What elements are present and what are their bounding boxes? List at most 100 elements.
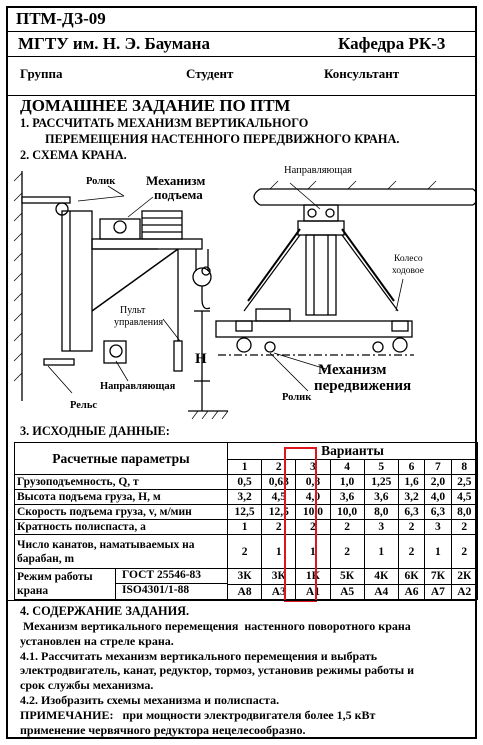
university-name: МГТУ им. Н. Э. Баумана [18, 34, 210, 53]
table-cell: 3 [363, 519, 399, 535]
task4-line: установлен на стреле крана. [20, 633, 174, 648]
label-wheel-1: Колесо [394, 254, 423, 264]
label-control-panel-1: Пульт [120, 305, 146, 316]
table-cell: 4,5 [450, 489, 479, 505]
task2-heading: 2. СХЕМА КРАНА. [20, 148, 127, 162]
label-wheel-2: ходовое [392, 266, 424, 276]
row-label: Число канатов, наматываемых на барабан, … [14, 534, 228, 569]
table-cell: 1 [424, 534, 452, 569]
task1-line2: ПЕРЕМЕЩЕНИЯ НАСТЕННОГО ПЕРЕДВИЖНОГО КРАН… [45, 132, 400, 146]
row-label: Кратность полиспаста, a [14, 519, 228, 535]
table-cell: 3,6 [363, 489, 399, 505]
table-row: Кратность полиспаста, a 1 2 2 2 3 2 3 2 [14, 519, 479, 535]
label-travel-mech-2: передвижения [314, 378, 412, 394]
department-name: Кафедра РК-3 [338, 34, 446, 53]
table-row: А8 А3 А1 А5 А4 А6 А7 А2 [15, 583, 479, 600]
task4-line: 4.2. Изобразить схемы механизма и полисп… [20, 692, 280, 707]
label-h: H [195, 351, 207, 367]
table-cell: 2 [450, 534, 479, 569]
table-cell: 1 [226, 519, 263, 535]
task4-line: 4.1. Рассчитать механизм вертикального п… [20, 648, 378, 663]
task4-line: срок службы механизма. [20, 678, 154, 693]
label-rail: Рельс [70, 400, 98, 411]
table-cell: 1 [261, 534, 297, 569]
table-cell: А6 [397, 583, 426, 600]
task4-heading: 4. СОДЕРЖАНИЕ ЗАДАНИЯ. [20, 604, 190, 618]
table-cell: 7К [424, 568, 452, 585]
variant-cell: 4 [329, 459, 365, 475]
table-cell: 2 [450, 519, 479, 535]
consultant-label: Консультант [324, 66, 400, 81]
table-row: Высота подъема груза, H, м 3,2 4,5 4,0 3… [14, 489, 479, 505]
table-cell: 8,0 [363, 504, 399, 520]
table-row: Режим работы крана ГОСТ 25546-83 ISO4301… [14, 568, 479, 600]
mode-std-gost: ГОСТ 25546-83 [116, 569, 227, 584]
label-roller-bottom: Ролик [282, 392, 312, 403]
variant-cell: 8 [450, 459, 479, 475]
parameters-table: Расчетные параметры Варианты 1 2 3 4 5 6… [14, 442, 479, 600]
task4-text: Механизм вертикального перемещения насте… [20, 619, 472, 737]
task3-heading: 3. ИСХОДНЫЕ ДАННЫЕ: [20, 424, 170, 438]
label-hoist-mech-1: Механизм [146, 173, 206, 188]
table-cell: 2 [397, 534, 426, 569]
variant-cell: 7 [424, 459, 452, 475]
label-roller-top: Ролик [86, 176, 116, 187]
table-cell: 10,0 [329, 504, 365, 520]
variant-3-highlight [284, 447, 317, 602]
table-cell: 2 [226, 534, 263, 569]
table-cell: 6К [397, 568, 426, 585]
table-cell: 5К [329, 568, 365, 585]
table-cell: А4 [363, 583, 399, 600]
table-cell: 1,6 [397, 474, 426, 490]
variants-header: Варианты [227, 442, 478, 460]
task4-line: ПРИМЕЧАНИЕ: при мощности электродвигател… [20, 707, 376, 722]
task1-line1: 1. РАССЧИТАТЬ МЕХАНИЗМ ВЕРТИКАЛЬНОГО [20, 116, 309, 130]
student-label: Студент [186, 66, 234, 81]
table-cell: 0,5 [226, 474, 263, 490]
group-label: Группа [20, 66, 63, 81]
table-cell: А5 [329, 583, 365, 600]
table-cell: 6,3 [397, 504, 426, 520]
crane-scheme [13, 171, 475, 419]
mode-label-cell: Режим работы крана ГОСТ 25546-83 ISO4301… [14, 568, 228, 600]
table-row: Число канатов, наматываемых на барабан, … [14, 534, 479, 569]
table-cell: 3,2 [226, 489, 263, 505]
table-cell: 3,6 [329, 489, 365, 505]
table-cell: А1 [295, 583, 331, 600]
table-cell: 2 [329, 519, 365, 535]
table-row: Грузоподъемность, Q, т 0,5 0,63 0,8 1,0 … [14, 474, 479, 490]
code-row: ПТМ-ДЗ-09 [8, 8, 475, 32]
label-control-panel-2: управления [114, 317, 164, 328]
table-cell: 1 [295, 534, 331, 569]
table-cell: 3К [226, 568, 263, 585]
table-cell: А3 [261, 583, 297, 600]
table-cell: 2,5 [450, 474, 479, 490]
label-travel-mech-1: Механизм [318, 362, 387, 378]
table-cell: 4К [363, 568, 399, 585]
task4-line: Механизм вертикального перемещения насте… [20, 619, 411, 633]
table-cell: А2 [450, 583, 479, 600]
table-cell: 12,5 [226, 504, 263, 520]
table-cell: 6,3 [424, 504, 452, 520]
row-label: Грузоподъемность, Q, т [14, 474, 228, 490]
signatures-row: Группа Студент Консультант [8, 57, 475, 96]
mode-label: Режим работы крана [15, 569, 116, 599]
table-cell: 1 [363, 534, 399, 569]
row-label: Высота подъема груза, H, м [14, 489, 228, 505]
mode-std-iso: ISO4301/1-88 [122, 584, 190, 596]
table-cell: 2 [329, 534, 365, 569]
table-cell: 1,25 [363, 474, 399, 490]
page-title: ДОМАШНЕЕ ЗАДАНИЕ ПО ПТМ [20, 96, 291, 115]
task4-divider [8, 600, 475, 601]
params-header: Расчетные параметры [14, 442, 228, 475]
table-cell: 2,0 [424, 474, 452, 490]
table-cell: 2 [397, 519, 426, 535]
table-cell: 2К [450, 568, 479, 585]
table-cell: 8,0 [450, 504, 479, 520]
university-row: МГТУ им. Н. Э. Баумана Кафедра РК-3 [8, 32, 475, 57]
table-cell: 1,0 [329, 474, 365, 490]
label-guide-top: Направляющая [284, 165, 352, 176]
assignment-sheet: ПТМ-ДЗ-09 МГТУ им. Н. Э. Баумана Кафедра… [6, 6, 479, 739]
table-cell: А7 [424, 583, 452, 600]
variant-cell: 5 [363, 459, 399, 475]
